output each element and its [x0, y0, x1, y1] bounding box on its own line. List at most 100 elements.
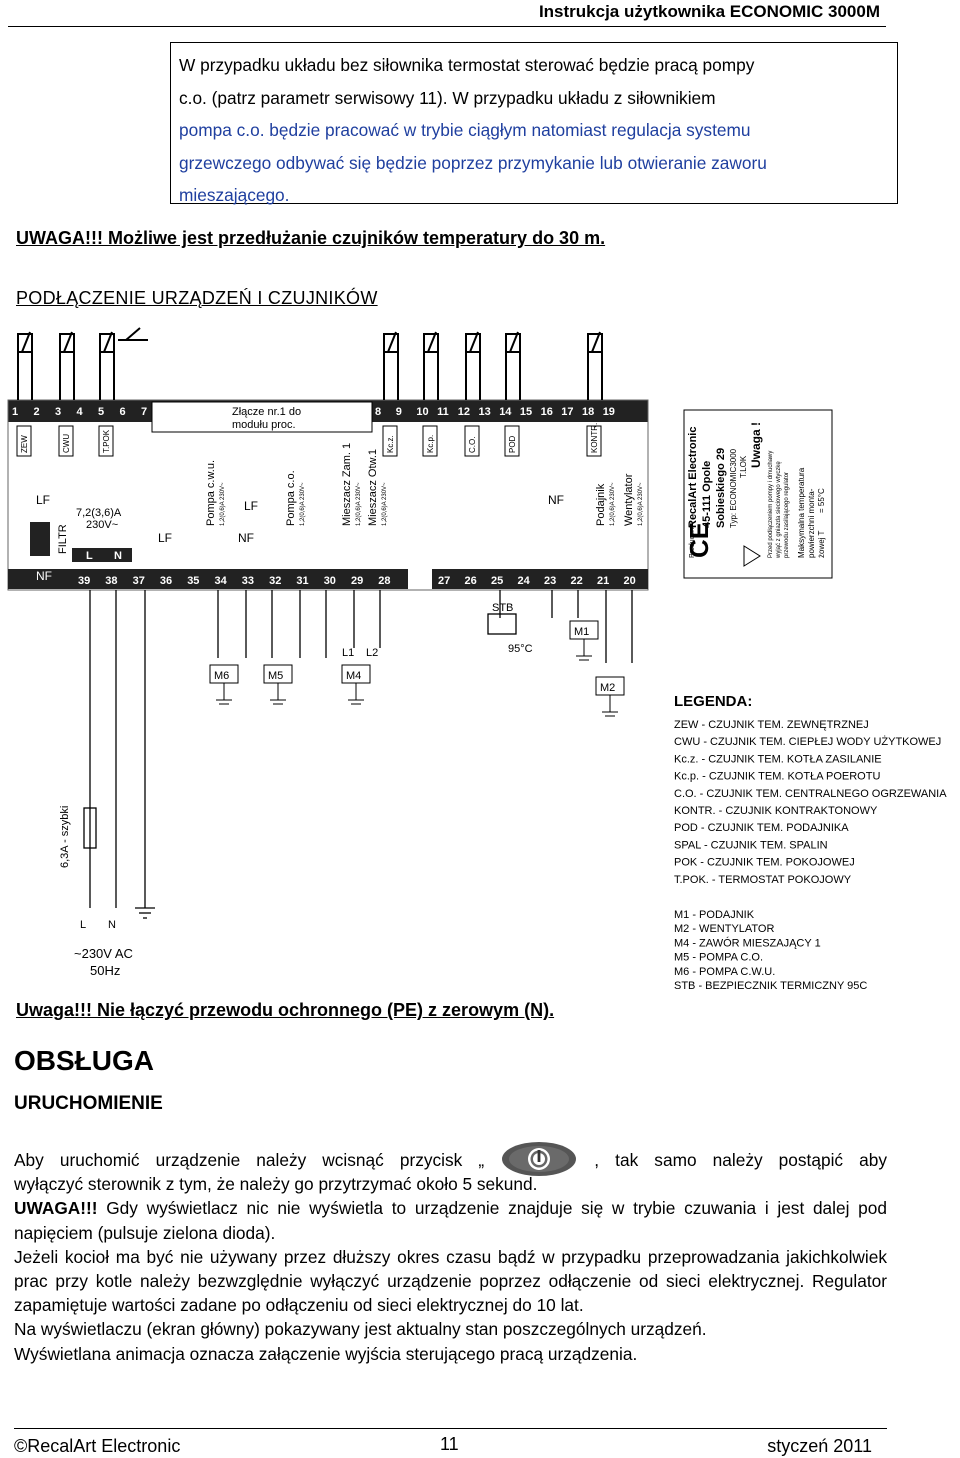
legend-item-0: ZEW - CZUJNIK TEM. ZEWNĘTRZNEJ [674, 719, 869, 731]
motor-M4: M4 [341, 664, 371, 705]
output-rating-0: 1,2(0,6)A 230V~ [220, 482, 226, 526]
bottom-terminal-29: 29 [351, 575, 363, 587]
top-terminal-13: 13 [479, 406, 491, 418]
plate-warning-2: wyjąć z gniazda sieciowego wtyczkę [776, 461, 782, 559]
top-terminal-2: 2 [34, 406, 40, 418]
bottom-terminal-36: 36 [160, 575, 172, 587]
bottom-terminal-37: 37 [133, 575, 145, 587]
top-terminal-15: 15 [520, 406, 532, 418]
body-text: Aby uruchomić urządzenie należy wcisnąć … [14, 1142, 887, 1366]
n-terminal: N [114, 550, 122, 562]
top-terminal-17: 17 [561, 406, 573, 418]
supply-n: N [108, 919, 116, 931]
heading-uruchomienie: URUCHOMIENIE [14, 1093, 163, 1114]
para2-rest: Gdy wyświetlacz nic nie wyświetla to urz… [14, 1198, 887, 1243]
output-label-1: Pompa c.o. [285, 470, 297, 526]
motor-M1: M1 [569, 620, 599, 661]
plate-uwaga: Uwaga ! [749, 422, 763, 468]
bottom-terminal-22: 22 [571, 575, 583, 587]
sensor-symbol-2 [99, 333, 115, 353]
legend-item-2: Kc.z. - CZUJNIK TEM. KOTŁA ZASILANIE [674, 753, 882, 765]
l-terminal: L [86, 550, 93, 562]
bottom-terminal-23: 23 [544, 575, 556, 587]
bottom-terminal-band-left [8, 569, 408, 589]
section-title: PODŁĄCZENIE URZĄDZEŃ I CZUJNIKÓW [16, 288, 378, 308]
bottom-terminal-30: 30 [324, 575, 336, 587]
voltage-label: 230V~ [86, 519, 118, 531]
motor-M2: M2 [595, 676, 625, 717]
page-number: 11 [440, 1434, 459, 1454]
top-terminal-6: 6 [120, 406, 126, 418]
plate-type-1: Typ: ECONOMIC3000 [729, 448, 738, 528]
motor-label-M5: M5 [268, 670, 283, 682]
paragraph-start: Aby uruchomić urządzenie należy wcisnąć … [14, 1142, 887, 1177]
sensor-tag-r-2: C.O. [468, 437, 477, 453]
motor-label-M1: M1 [574, 626, 589, 638]
paragraph-standby: UWAGA!!! Gdy wyświetlacz nic nie wyświet… [14, 1196, 887, 1244]
top-terminal-12: 12 [458, 406, 470, 418]
output-label-3: Mieszacz Otw.1 [367, 449, 379, 526]
nf-label-3: NF [548, 493, 564, 507]
top-terminal-16: 16 [541, 406, 553, 418]
motor-M6: M6 [209, 664, 239, 705]
note-line-5: mieszającego. [179, 185, 290, 205]
bottom-terminal-39: 39 [78, 575, 90, 587]
output-label-5: Wentylator [623, 473, 635, 526]
nf-label-2: NF [238, 531, 254, 545]
nf-label: NF [36, 569, 52, 583]
output-rating-5: 1,2(0,6)A 230V~ [638, 482, 644, 526]
top-terminal-9: 9 [396, 406, 402, 418]
footer-rule [14, 1428, 887, 1429]
paragraph-disconnect: Jeżeli kocioł ma być nie używany przez d… [14, 1246, 887, 1316]
lf-label: LF [36, 493, 50, 507]
bottom-terminal-33: 33 [242, 575, 254, 587]
legend-item-6: POD - CZUJNIK TEM. PODAJNIKA [674, 822, 849, 834]
plate-producer-1: RecalArt Electronic [687, 427, 699, 528]
bottom-terminal-35: 35 [187, 575, 199, 587]
para1-before: Aby uruchomić urządzenie należy wcisnąć … [14, 1150, 485, 1170]
footer-company: ©RecalArt Electronic [14, 1436, 181, 1456]
bottom-terminal-20: 20 [624, 575, 636, 587]
connector-label-2: modułu proc. [232, 419, 296, 431]
top-terminal-5: 5 [98, 406, 104, 418]
plate-warning-1: Przed podłączeniem pompy i dmuchawy [768, 451, 774, 558]
legend-item-9: T.POK. - TERMOSTAT POKOJOWY [674, 874, 852, 886]
sensor-symbol-7 [587, 333, 603, 353]
l1-label: L1 [342, 647, 354, 659]
para2-bold: UWAGA!!! [14, 1198, 98, 1219]
filter-label: FILTR [57, 524, 69, 554]
top-terminal-4: 4 [77, 406, 84, 418]
note-line-4: grzewczego odbywać się będzie poprzez pr… [179, 152, 767, 173]
legend-item-1: CWU - CZUJNIK TEM. CIEPŁEJ WODY UŻYTKOWE… [674, 735, 941, 748]
bottom-terminal-26: 26 [465, 575, 477, 587]
legend2-item-4: M6 - POMPA C.W.U. [674, 966, 775, 978]
legend2-item-3: M5 - POMPA C.O. [674, 952, 763, 964]
legend-title: LEGENDA: [674, 693, 752, 710]
bottom-terminal-32: 32 [269, 575, 281, 587]
legend-item-8: POK - CZUJNIK TEM. POKOJOWEJ [674, 857, 855, 869]
motor-M5: M5 [263, 664, 293, 705]
bottom-terminal-21: 21 [597, 575, 609, 587]
output-rating-1: 1,2(0,6)A 230V~ [300, 482, 306, 526]
sensor-symbol-0 [17, 333, 33, 353]
footer-date: styczeń 2011 [767, 1436, 872, 1456]
note-line-1: W przypadku układu bez siłownika termost… [179, 55, 755, 75]
stb-temp: 95°C [508, 643, 533, 655]
pe-warning: Uwaga!!! Nie łączyć przewodu ochronnego … [16, 1000, 555, 1020]
top-terminal-7: 7 [141, 406, 147, 418]
bottom-terminal-38: 38 [105, 575, 117, 587]
output-rating-3: 1,2(0,6)A 230V~ [382, 482, 388, 526]
top-terminal-18: 18 [582, 406, 594, 418]
sensor-symbol-4 [423, 333, 439, 353]
page-header: Instrukcja użytkownika ECONOMIC 3000M [538, 2, 880, 21]
lf-label-3: LF [244, 499, 258, 513]
rating-plate: Producent RecalArt Electronic 45-111 Opo… [683, 409, 833, 579]
plate-producer-label: Producent [689, 526, 696, 558]
l2-label: L2 [366, 647, 378, 659]
svg-text:CE: CE [684, 522, 714, 558]
legend-item-7: SPAL - CZUJNIK TEM. SPALIN [674, 839, 828, 851]
fuse-rating: 7,2(3,6)A [76, 507, 122, 519]
plate-max-1: Maksymalna temperatura [797, 467, 806, 558]
sensor-extension-warning: UWAGA!!! Możliwe jest przedłużanie czujn… [16, 228, 606, 248]
plate-type-2: T.LOK [739, 455, 748, 478]
